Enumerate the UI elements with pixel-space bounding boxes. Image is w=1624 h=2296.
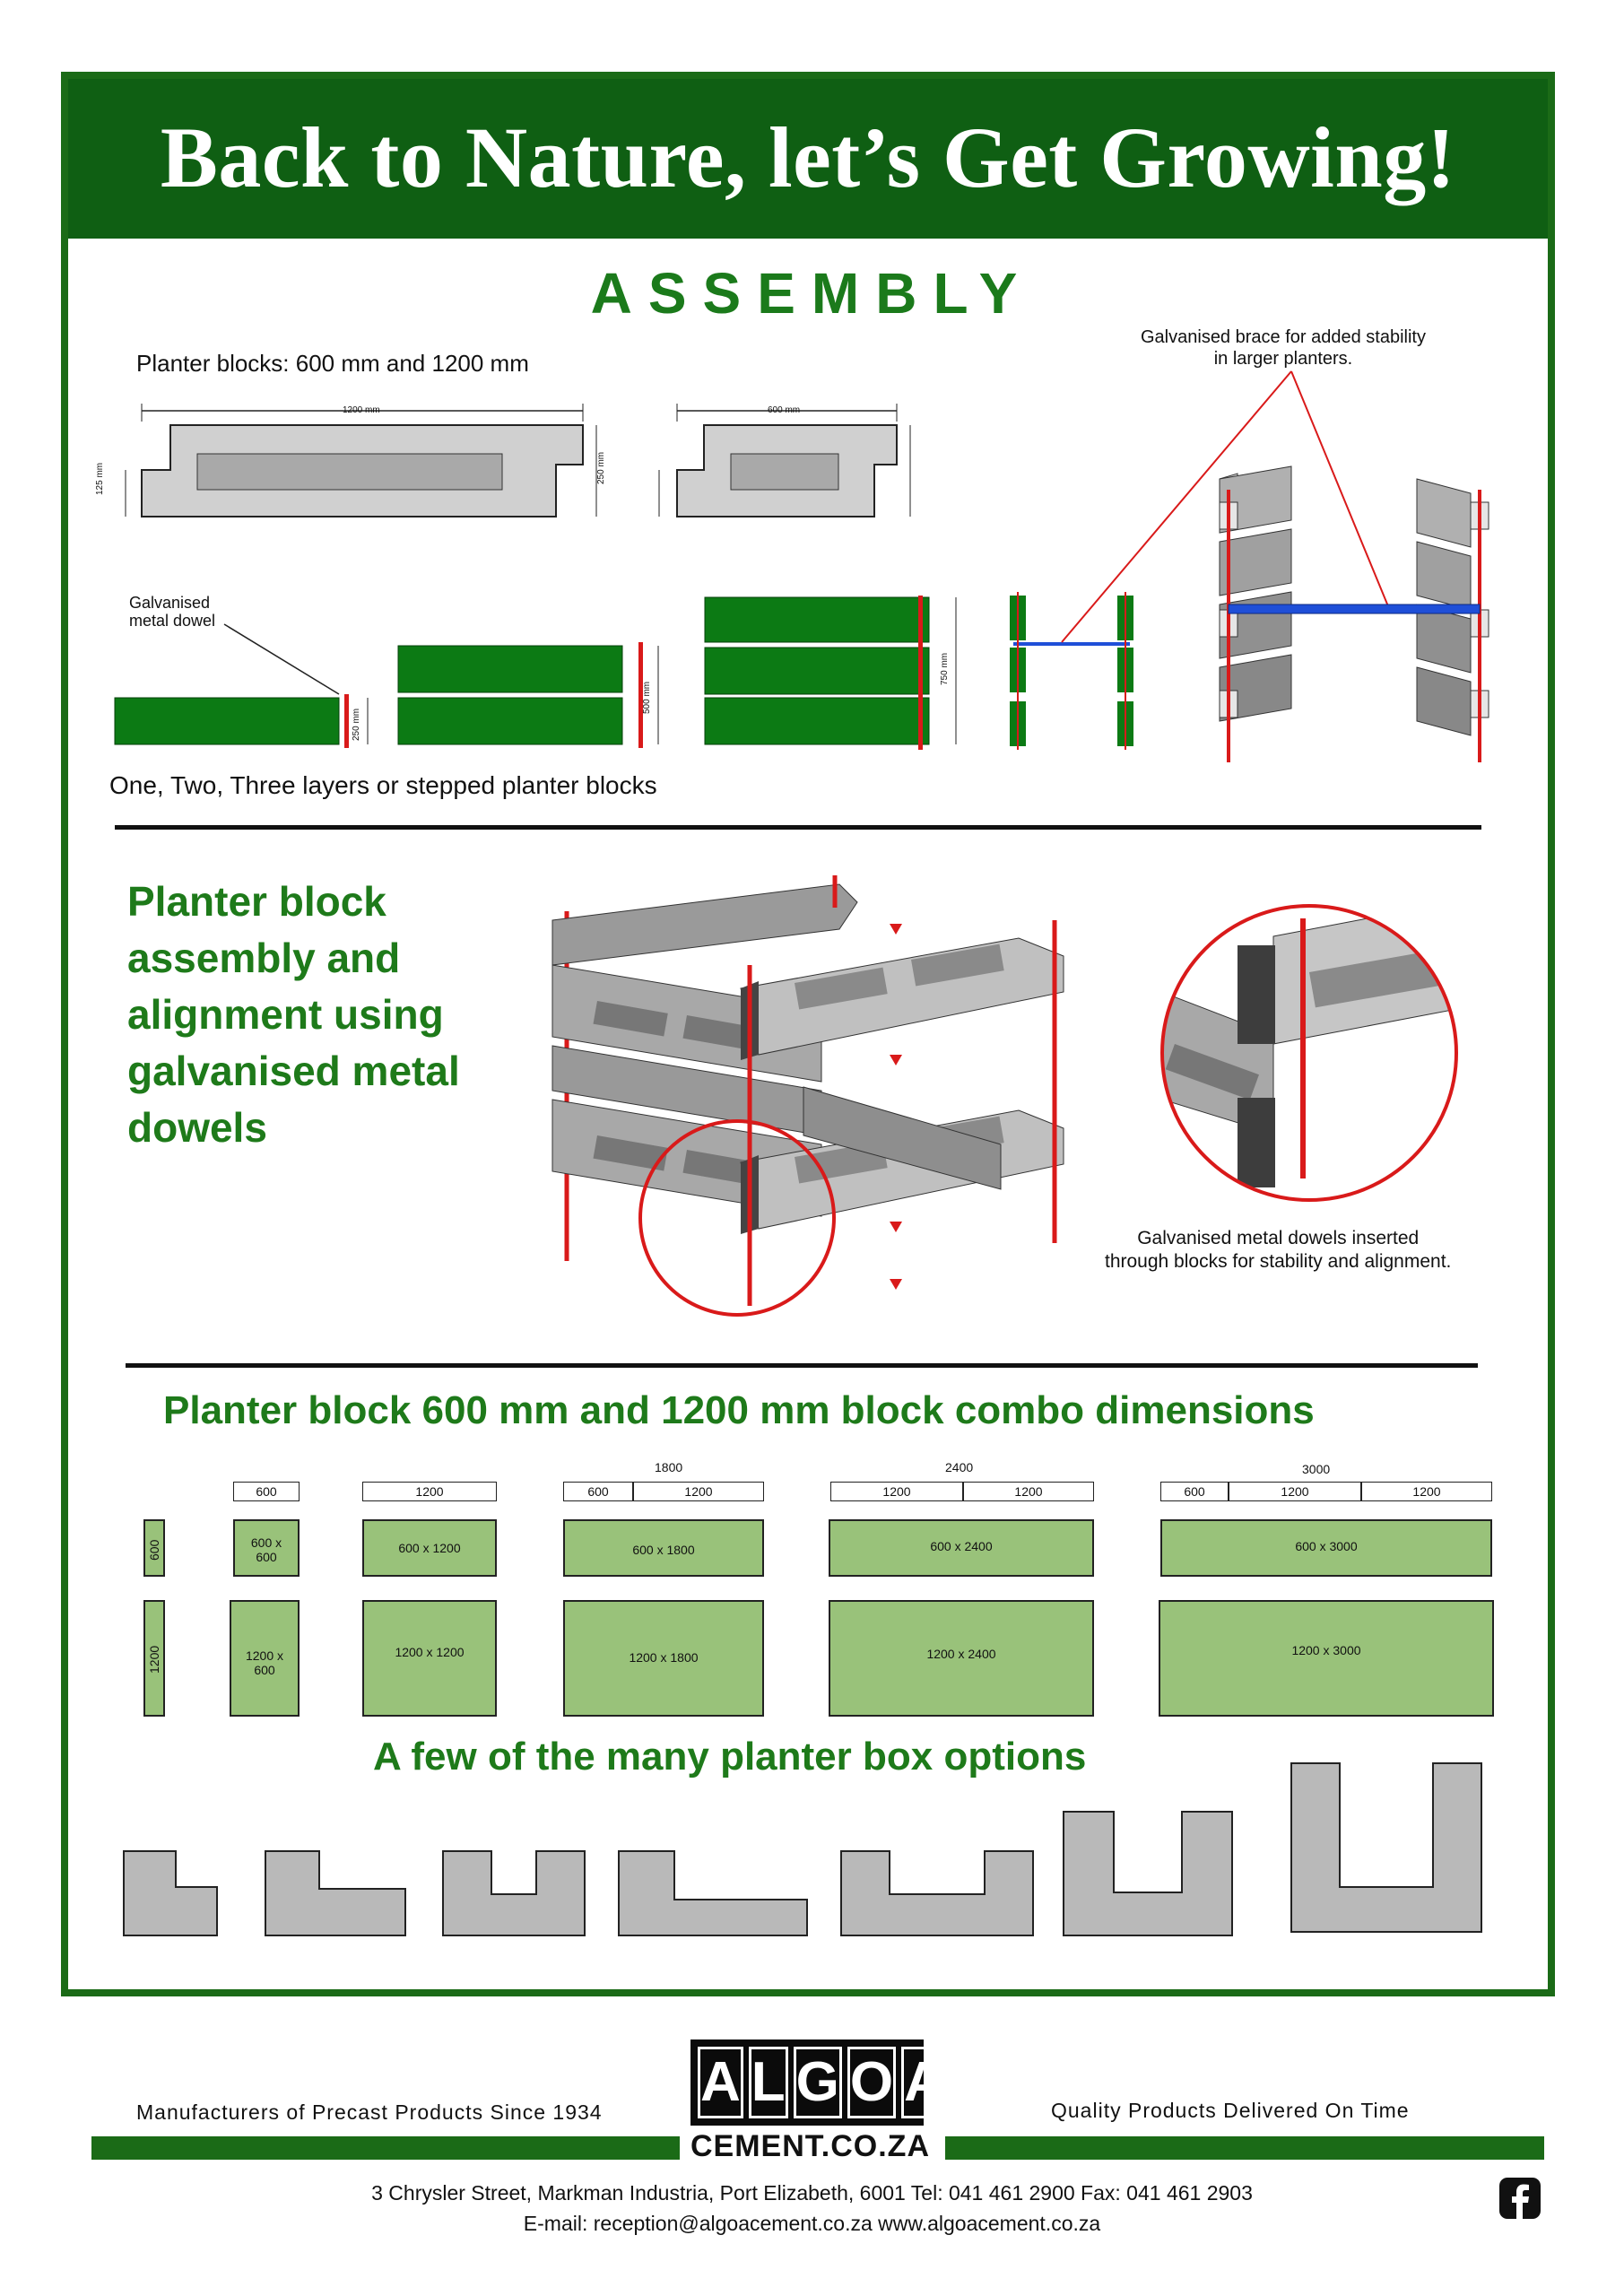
section-divider-1 <box>115 825 1481 830</box>
brace-perspective-diagram <box>1061 370 1489 762</box>
combo-col3-seg1: 600 <box>563 1482 633 1501</box>
footer-contact: E-mail: reception@algoacement.co.za www.… <box>523 2212 1101 2235</box>
footer-bar-left <box>91 2136 680 2160</box>
planter-options-diagram <box>123 1762 1482 1936</box>
combo-600x600: 600 x 600 <box>233 1519 300 1577</box>
side-600-label: 600 <box>147 1539 161 1561</box>
combo-col4-seg1: 1200 <box>830 1482 963 1501</box>
facebook-icon[interactable] <box>1499 2178 1541 2219</box>
alignment-heading: Planter block assembly and alignment usi… <box>127 878 460 1151</box>
dowel-caption: Galvanised metal dowels inserted through… <box>1105 1228 1452 1272</box>
combo-col5-seg1: 600 <box>1160 1482 1229 1501</box>
combo-col5-seg2: 1200 <box>1229 1482 1361 1501</box>
combo-col3-total: 1800 <box>655 1460 683 1474</box>
combo-col1-seg1: 600 <box>233 1482 300 1501</box>
dim-500-label: 500 mm <box>642 681 652 714</box>
combo-col2-seg1: 1200 <box>362 1482 497 1501</box>
combo-600x2400: 600 x 2400 <box>829 1519 1094 1577</box>
page-title: Back to Nature, let’s Get Growing! <box>160 109 1456 205</box>
dim-125-label: 125 mm <box>95 462 105 495</box>
logo-letter-g: G <box>793 2047 842 2118</box>
logo-domain: CEMENT.CO.ZA <box>690 2129 930 2163</box>
block-profiles-diagram <box>125 404 911 517</box>
side-600-bar: 600 <box>143 1519 165 1577</box>
combo-1200x3000: 1200 x 3000 <box>1159 1600 1494 1717</box>
logo-letter-l: L <box>748 2047 788 2118</box>
combo-col5-seg3: 1200 <box>1361 1482 1492 1501</box>
side-1200-bar: 1200 <box>143 1600 165 1717</box>
combo-col3-seg2: 1200 <box>633 1482 764 1501</box>
brace-label: Galvanised brace for added stability in … <box>1141 327 1426 369</box>
dim-1200-label: 1200 mm <box>343 405 380 415</box>
combo-1200x2400: 1200 x 2400 <box>829 1600 1094 1717</box>
combo-1200x1800: 1200 x 1800 <box>563 1600 764 1717</box>
dim-250-label: 250 mm <box>596 451 606 484</box>
combo-col4-seg2: 1200 <box>963 1482 1094 1501</box>
combo-1200x1200: 1200 x 1200 <box>362 1600 497 1717</box>
footer-address: 3 Chrysler Street, Markman Industria, Po… <box>371 2181 1253 2205</box>
footer-bar-right <box>945 2136 1544 2160</box>
title-banner: Back to Nature, let’s Get Growing! <box>61 72 1555 239</box>
combo-heading: Planter block 600 mm and 1200 mm block c… <box>163 1388 1315 1432</box>
dim-250-layer-label: 250 mm <box>352 708 361 741</box>
layer-stacks-diagram <box>114 596 957 750</box>
section-divider-2 <box>126 1363 1478 1368</box>
assembly-heading: ASSEMBLY <box>590 261 1034 326</box>
algoa-logo: A L G O A CEMENT.CO.ZA <box>690 2039 947 2163</box>
dim-600-label: 600 mm <box>768 405 801 415</box>
footer-right-tagline: Quality Products Delivered On Time <box>1051 2099 1410 2122</box>
blocks-label: Planter blocks: 600 mm and 1200 mm <box>136 350 529 377</box>
footer-left-tagline: Manufacturers of Precast Products Since … <box>136 2100 603 2124</box>
combo-600x3000: 600 x 3000 <box>1160 1519 1492 1577</box>
combo-col5-total: 3000 <box>1302 1462 1331 1476</box>
dowel-label: Galvanised metal dowel <box>129 594 216 630</box>
layers-label: One, Two, Three layers or stepped plante… <box>109 771 657 799</box>
side-1200-label: 1200 <box>147 1645 161 1674</box>
combo-col4-total: 2400 <box>945 1460 974 1474</box>
combo-600x1800: 600 x 1800 <box>563 1519 764 1577</box>
brace-side-diagram <box>1010 592 1133 750</box>
combo-1200x600: 1200 x 600 <box>230 1600 300 1717</box>
dim-750-label: 750 mm <box>940 652 950 685</box>
dowel-assembly-diagram <box>551 875 1064 1317</box>
combo-600x1200: 600 x 1200 <box>362 1519 497 1577</box>
options-heading: A few of the many planter box options <box>373 1735 1087 1779</box>
content-frame <box>61 72 1555 1996</box>
logo-letter-a1: A <box>698 2047 743 2118</box>
logo-letter-o: O <box>847 2047 897 2118</box>
dowel-detail-diagram <box>1160 904 1458 1202</box>
logo-letter-a2: A <box>901 2047 947 2118</box>
